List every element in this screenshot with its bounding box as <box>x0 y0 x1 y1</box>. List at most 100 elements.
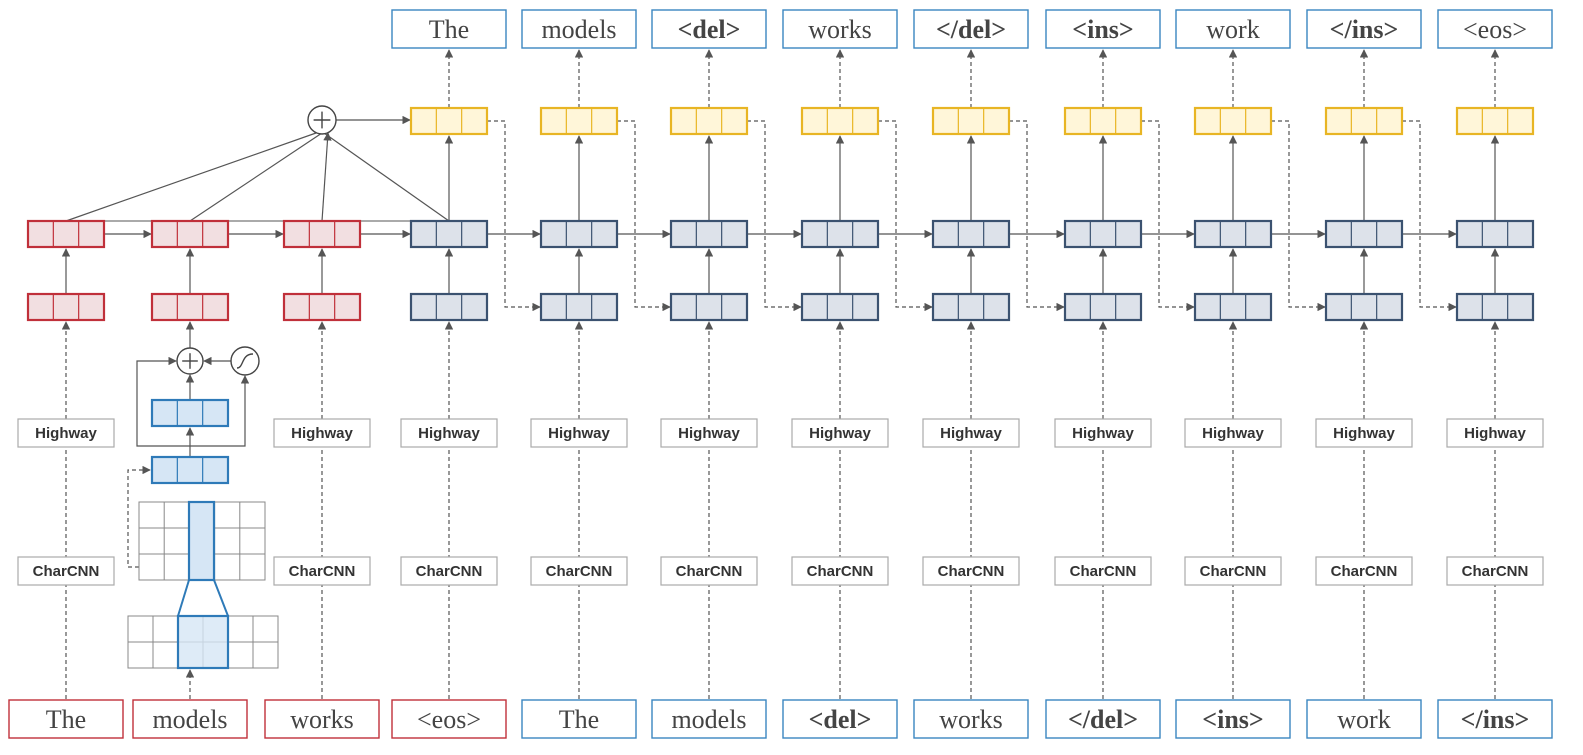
highway-label-0-label: Highway <box>35 425 97 442</box>
feed-back-arrow-0 <box>487 120 541 312</box>
input-token-5-box <box>651 699 767 739</box>
input-token-3-label: <eos> <box>417 705 481 734</box>
conv-funnel-left <box>177 579 190 617</box>
highway-carry-arrow <box>136 356 190 447</box>
input-token-2-label: works <box>290 705 354 734</box>
input-token-8-box <box>1045 699 1161 739</box>
feed-back-arrow-5 <box>1141 120 1195 312</box>
decoder-upper-cell-1-frame <box>539 219 619 249</box>
decoder-output-cell-1-frame <box>539 106 619 136</box>
input-token-4-label: The <box>559 705 599 734</box>
charcnn-label-10-label: CharCNN <box>1331 563 1398 580</box>
decoder-output-cell-0-frame <box>409 106 489 136</box>
decoder-upper-cell-7 <box>1324 219 1404 249</box>
decoder-upper-cell-0 <box>409 219 489 249</box>
decoder-lower-cell-7 <box>1324 292 1404 322</box>
output-token-1-label: models <box>541 15 616 44</box>
charcnn-label-8-label: CharCNN <box>1070 563 1137 580</box>
feed-back-arrow-1 <box>617 120 671 312</box>
highway-label-9-label: Highway <box>1202 425 1264 442</box>
output-token-6-box <box>1175 9 1291 49</box>
decoder-lower-cell-7-frame <box>1324 292 1404 322</box>
feed-back-arrow-3 <box>878 120 933 312</box>
encoder-upper-cell-1 <box>150 219 230 249</box>
encoder-upper-cell-2 <box>282 219 362 249</box>
output-token-7-label: </ins> <box>1330 15 1399 44</box>
highway-label-5-label: Highway <box>678 425 740 442</box>
output-token-6-label: work <box>1206 15 1259 44</box>
charcnn-label-2-box <box>273 556 371 586</box>
decoder-upper-cell-6 <box>1193 219 1273 249</box>
output-token-3-box <box>782 9 898 49</box>
feature-column-highlight <box>187 500 216 582</box>
decoder-lower-cell-5 <box>1063 292 1143 322</box>
input-token-1-label: models <box>152 705 227 734</box>
decoder-output-cell-8 <box>1455 106 1535 136</box>
charcnn-label-2-label: CharCNN <box>289 563 356 580</box>
charcnn-label-10-box <box>1315 556 1413 586</box>
output-token-0-box <box>391 9 507 49</box>
feed-back-arrow-2 <box>747 120 802 312</box>
input-token-11-label: </ins> <box>1461 705 1530 734</box>
output-token-8-box <box>1437 9 1553 49</box>
charcnn-label-6-label: CharCNN <box>807 563 874 580</box>
decoder-lower-cell-8 <box>1455 292 1535 322</box>
decoder-output-cell-4-frame <box>931 106 1011 136</box>
encoder-lower-cell-1-frame <box>150 292 230 322</box>
input-token-0-label: The <box>46 705 86 734</box>
charcnn-label-0-box <box>17 556 115 586</box>
decoder-upper-cell-4 <box>931 219 1011 249</box>
input-token-6-box <box>782 699 898 739</box>
decoder-upper-cell-3-frame <box>800 219 880 249</box>
output-token-8-label: <eos> <box>1463 15 1527 44</box>
charcnn-label-8-box <box>1054 556 1152 586</box>
feed-back-arrow-4 <box>1009 120 1065 312</box>
input-token-6-label: <del> <box>809 705 872 734</box>
input-token-7-label: works <box>939 705 1003 734</box>
charcnn-label-7-label: CharCNN <box>938 563 1005 580</box>
highway-label-10-box <box>1315 418 1413 448</box>
decoder-output-cell-7 <box>1324 106 1404 136</box>
encoder-lower-cell-0 <box>26 292 106 322</box>
output-token-3-label: works <box>808 15 872 44</box>
decoder-upper-cell-2 <box>669 219 749 249</box>
decoder-output-cell-4 <box>931 106 1011 136</box>
output-token-1-box <box>521 9 637 49</box>
input-token-4-box <box>521 699 637 739</box>
input-token-10-box <box>1306 699 1422 739</box>
decoder-lower-cell-3-frame <box>800 292 880 322</box>
feed-back-arrow-7 <box>1402 120 1457 312</box>
decoder-lower-cell-2 <box>669 292 749 322</box>
encoder-upper-cell-2-frame <box>282 219 362 249</box>
decoder-output-cell-0 <box>409 106 489 136</box>
input-token-1-box <box>132 699 248 739</box>
charcnn-label-9-label: CharCNN <box>1200 563 1267 580</box>
decoder-lower-cell-6 <box>1193 292 1273 322</box>
highway-label-10-label: Highway <box>1333 425 1395 442</box>
decoder-output-cell-6-frame <box>1193 106 1273 136</box>
decoder-lower-cell-3 <box>800 292 880 322</box>
sigmoid-gate-icon <box>230 346 260 376</box>
decoder-lower-cell-8-frame <box>1455 292 1535 322</box>
highway-transform-cell <box>150 398 230 428</box>
highway-gate-input-arrow <box>190 375 250 447</box>
highway-label-8-box <box>1054 418 1152 448</box>
decoder-upper-cell-4-frame <box>931 219 1011 249</box>
output-token-2-label: <del> <box>678 15 741 44</box>
decoder-upper-cell-1 <box>539 219 619 249</box>
output-token-2-box <box>651 9 767 49</box>
decoder-upper-cell-0-frame <box>409 219 489 249</box>
decoder-lower-cell-1 <box>539 292 619 322</box>
input-token-0-box <box>8 699 124 739</box>
encoder-upper-cell-1-frame <box>150 219 230 249</box>
decoder-output-cell-3 <box>800 106 880 136</box>
highway-input-cell <box>150 455 230 485</box>
decoder-output-cell-8-frame <box>1455 106 1535 136</box>
charcnn-label-11-label: CharCNN <box>1462 563 1529 580</box>
decoder-upper-cell-8 <box>1455 219 1535 249</box>
highway-label-7-box <box>922 418 1020 448</box>
decoder-output-cell-1 <box>539 106 619 136</box>
charcnn-label-11-box <box>1446 556 1544 586</box>
input-token-2-box <box>264 699 380 739</box>
